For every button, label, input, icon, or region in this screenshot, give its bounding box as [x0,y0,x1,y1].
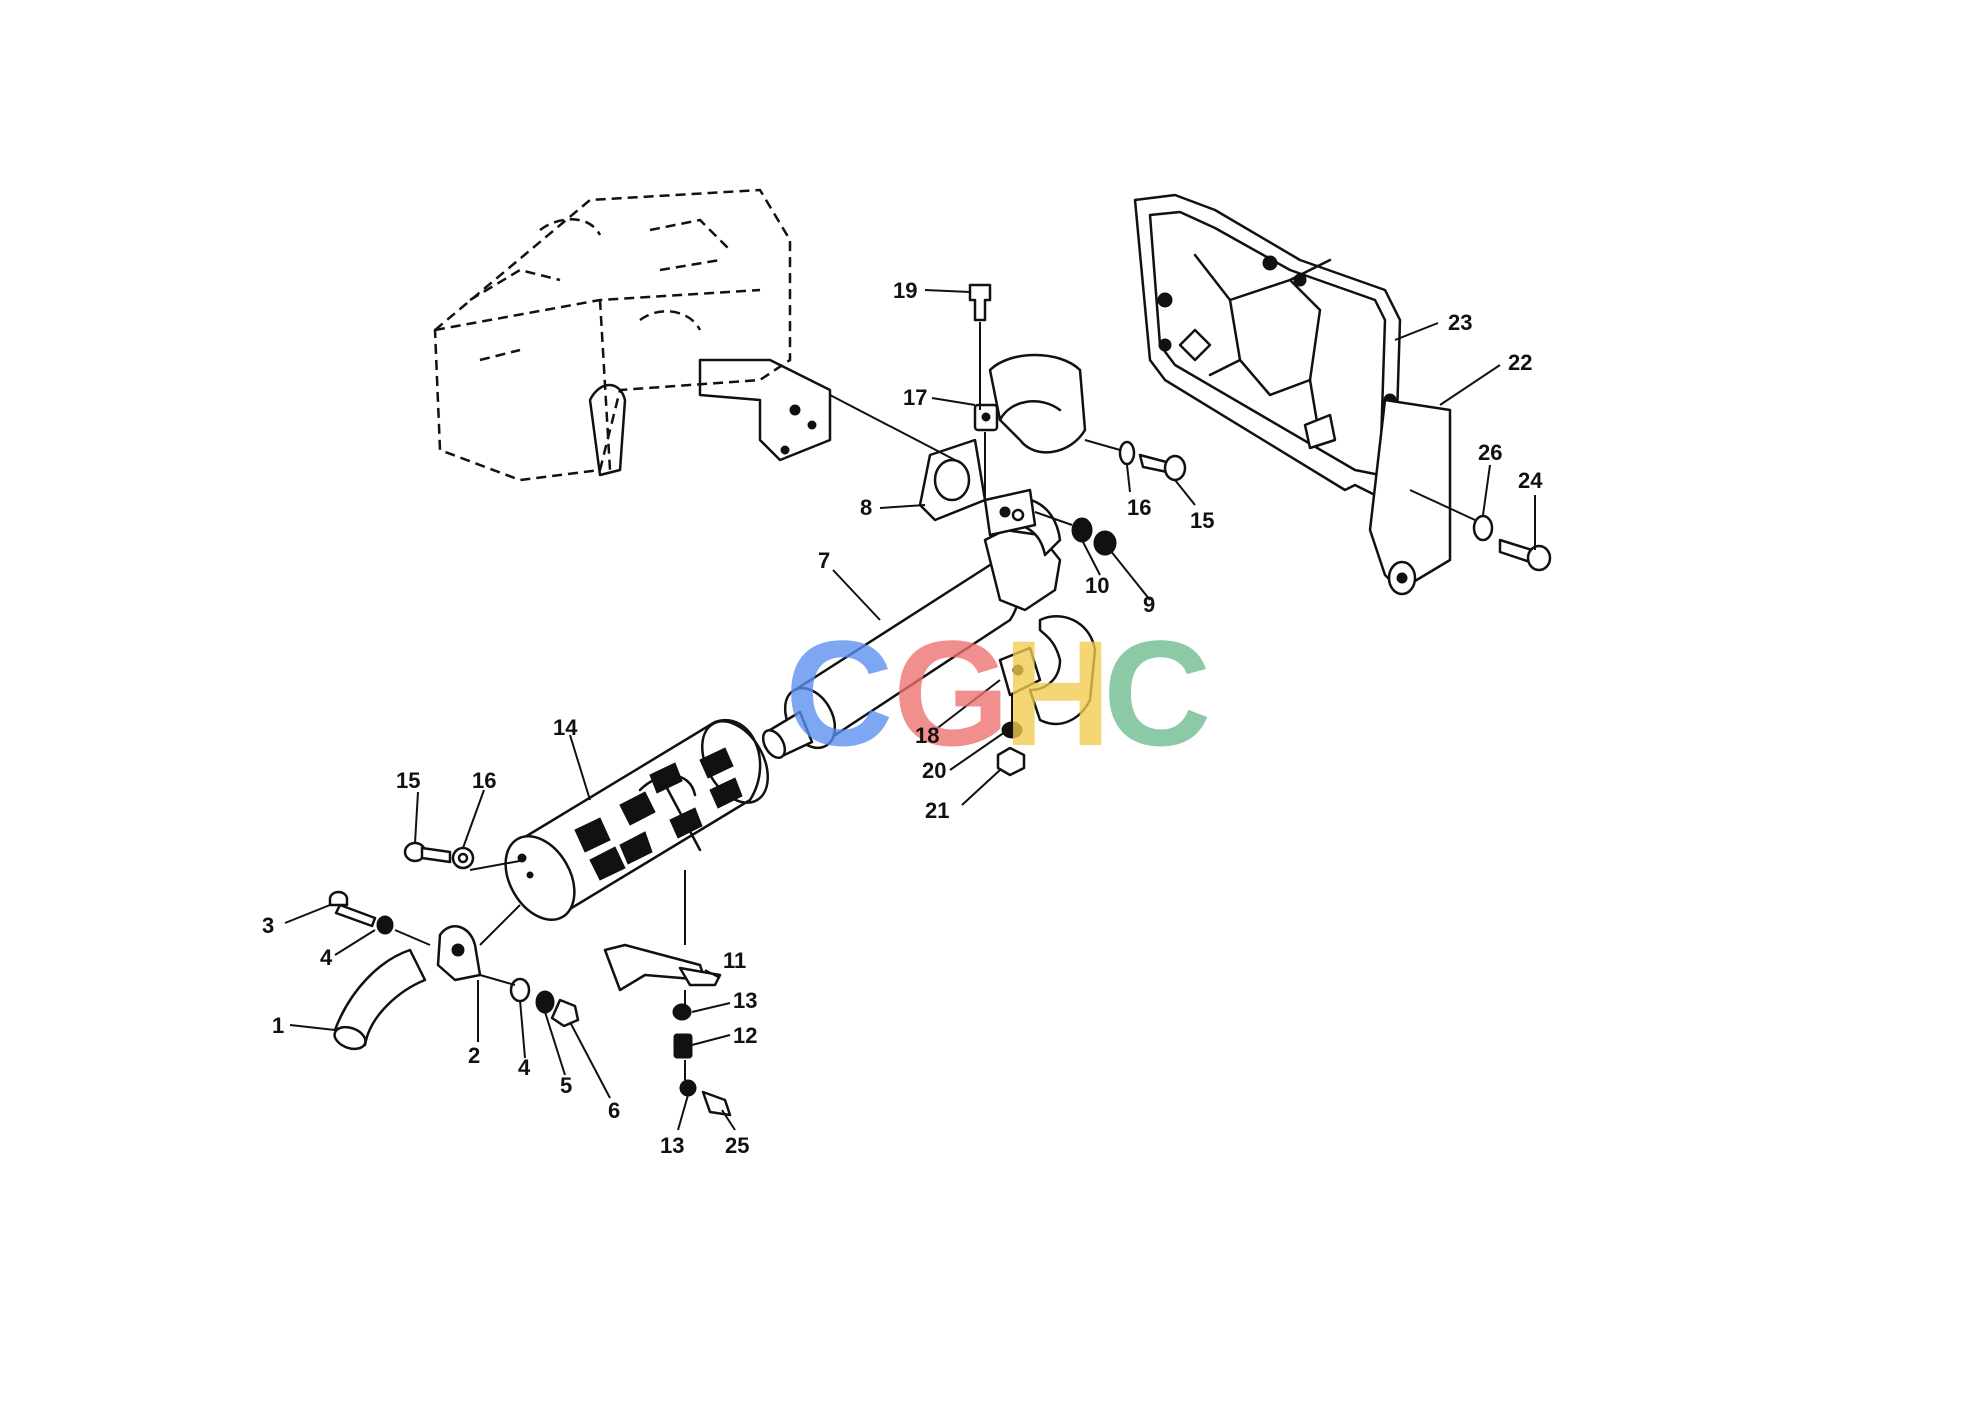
callout-9: 9 [1143,592,1155,617]
callout-15: 15 [396,768,420,793]
callout-4: 4 [518,1055,531,1080]
callout-14: 14 [553,715,578,740]
callout-16: 16 [1127,495,1151,520]
outlet-pipe-assembly [328,890,580,1051]
callout-18: 18 [915,723,939,748]
watermark-letter: H [1003,609,1111,777]
heat-shield-tube [469,719,769,945]
callout-15: 15 [1190,508,1214,533]
cover-bolt-and-washer [1409,489,1552,572]
mounting-bracket-assembly [603,943,732,1117]
callout-17: 17 [903,385,927,410]
exhaust-gasket [829,394,987,522]
cghc-watermark: C G H C [785,609,1211,777]
callout-5: 5 [560,1073,572,1098]
callout-8: 8 [860,495,872,520]
callout-16: 16 [472,768,496,793]
watermark-letter: G [893,609,1010,777]
callout-11: 11 [723,948,746,973]
callout-24: 24 [1518,468,1543,493]
upper-elbow-pipe [968,283,1087,500]
callout-7: 7 [818,548,830,573]
callout-2: 2 [468,1043,480,1068]
tube-bolt-and-washer [403,841,475,870]
watermark-letter: C [1103,609,1211,777]
callout-10: 10 [1085,573,1109,598]
callout-leaders [284,289,1536,1131]
callout-12: 12 [733,1023,757,1048]
callout-26: 26 [1478,440,1502,465]
lower-elbow-and-clamp [996,615,1097,777]
callout-19: 19 [893,278,917,303]
callout-22: 22 [1508,350,1532,375]
callout-13: 13 [660,1133,684,1158]
callout-20: 20 [922,758,946,783]
watermark-letter: C [785,609,893,777]
callout-25: 25 [725,1133,749,1158]
callout-6: 6 [608,1098,620,1123]
heat-shield-cover [1133,193,1452,596]
callout-21: 21 [925,798,949,823]
flange-nut-and-washer [1034,511,1117,556]
callout-13: 13 [733,988,757,1013]
engine-block [433,188,832,482]
callout-23: 23 [1448,310,1472,335]
callout-3: 3 [262,913,274,938]
elbow-bolt-and-washer [1084,439,1187,482]
part-callouts: 1 2 3 4 4 5 6 7 8 9 10 11 12 13 13 14 15… [262,278,1543,1158]
muffler [761,488,1062,759]
callout-4: 4 [320,945,333,970]
callout-1: 1 [272,1013,284,1038]
